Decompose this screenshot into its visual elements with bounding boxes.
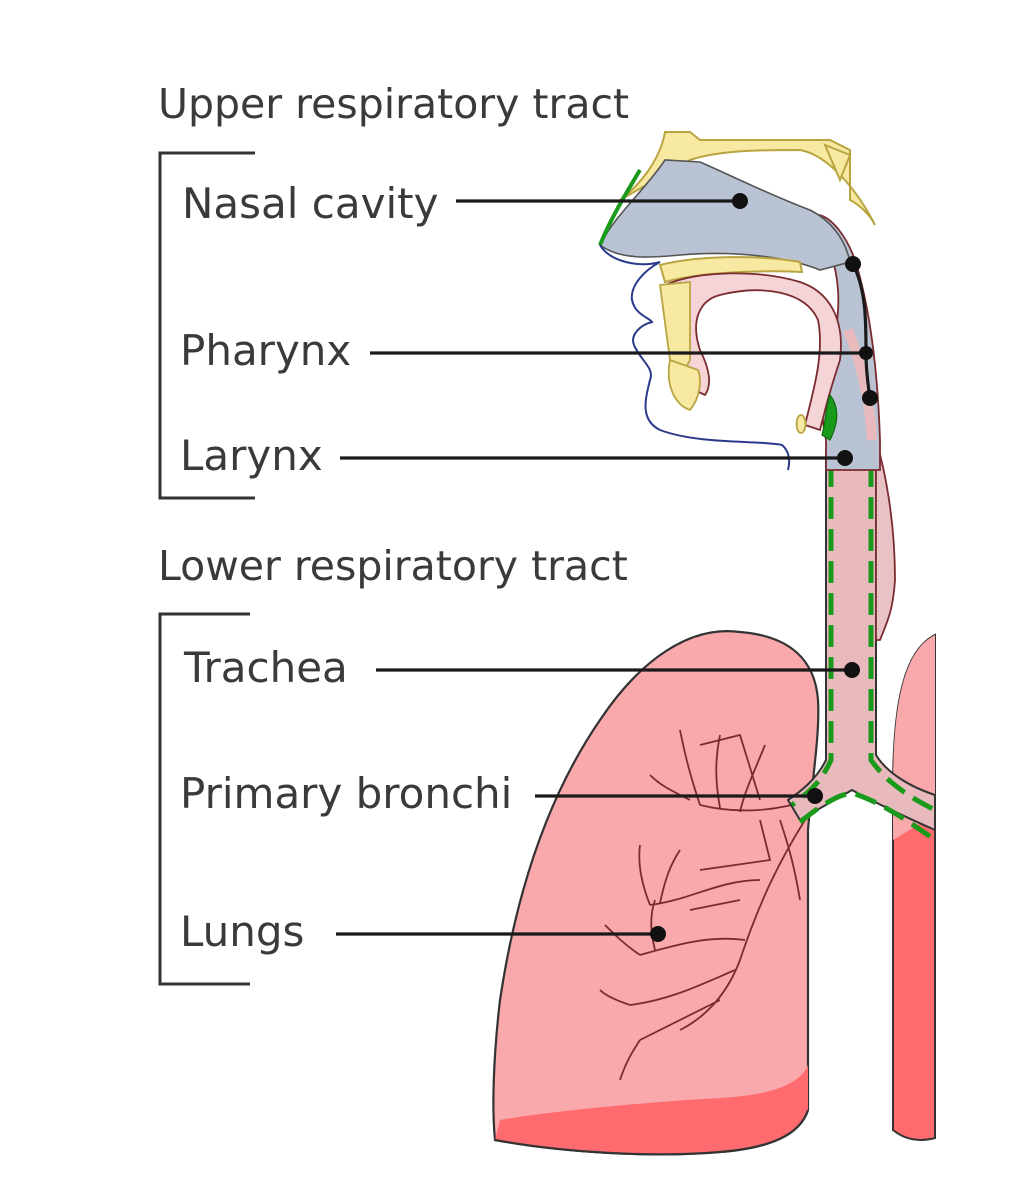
label-trachea: Trachea: [183, 643, 348, 692]
group-brackets: [158, 151, 255, 986]
leader-lines: [336, 193, 878, 942]
leader-nasal-cavity: [456, 193, 748, 209]
leader-trachea: [376, 662, 860, 678]
label-nasal-cavity: Nasal cavity: [182, 179, 438, 228]
label-lungs: Lungs: [180, 907, 304, 956]
structure-labels: Nasal cavity Pharynx Larynx Trachea Prim…: [180, 179, 512, 956]
leader-primary-bronchi: [535, 788, 823, 804]
lower-tract-title: Lower respiratory tract: [158, 542, 628, 590]
esophagus: [875, 439, 896, 641]
label-larynx: Larynx: [180, 431, 323, 480]
lower-tract-bracket: [158, 612, 250, 986]
left-lung: [492, 630, 820, 1156]
trachea-tube: [786, 454, 937, 843]
leader-larynx: [340, 450, 853, 466]
label-primary-bronchi: Primary bronchi: [180, 769, 512, 818]
leader-lungs: [336, 926, 666, 942]
anatomy-illustration: [492, 131, 937, 1156]
face-outline: [599, 244, 791, 471]
bronchial-tree: [599, 729, 809, 1081]
upper-tract-title: Upper respiratory tract: [158, 80, 629, 128]
leader-pharynx: [370, 256, 878, 406]
upper-tract-bracket: [158, 151, 255, 500]
label-pharynx: Pharynx: [180, 326, 351, 375]
oral-cavity: [658, 272, 842, 441]
right-lung: [892, 633, 936, 1141]
